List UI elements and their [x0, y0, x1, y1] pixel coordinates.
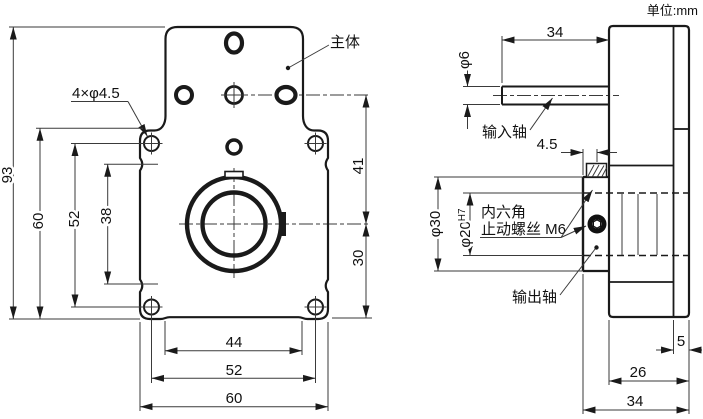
dim-input-to-center: 41 30 [332, 95, 372, 319]
hex-socket-icon [592, 219, 602, 229]
mounting-hole-bl [140, 296, 163, 318]
units-label: 单位:mm [647, 3, 698, 18]
dim-total-depth: 34 [582, 274, 689, 414]
dim-hole-pitch-v: 52 [64, 143, 141, 308]
right-oval-hole [274, 84, 298, 106]
dim-edge-span: 38 [96, 163, 158, 285]
set-screw-callout: 内六角 止动螺丝 M6 [479, 189, 593, 241]
set-screw-label-line2: 止动螺丝 M6 [481, 221, 566, 238]
dim-body-depth-value: 26 [630, 364, 647, 381]
dim-total-height: 93 [0, 26, 165, 320]
leader-dot [285, 65, 291, 71]
mounting-hole-br [304, 296, 327, 318]
dim-inner-width-value: 44 [226, 334, 243, 351]
side-set-screw-front [279, 212, 286, 236]
dim-screw-offset-value: 4.5 [537, 136, 558, 153]
dim-bore-dia-value: φ20H7 [457, 208, 474, 248]
mounting-hole-tr [304, 132, 327, 155]
mounting-holes-callout: 4×φ4.5 [70, 83, 148, 137]
dim-total-height-value: 93 [0, 167, 16, 184]
left-pilot-hole [174, 85, 194, 105]
hex-socket-set-screw [587, 214, 607, 234]
top-set-screw [585, 162, 608, 178]
dim-edge-span-value: 38 [98, 208, 115, 225]
leader-dot [594, 245, 599, 250]
dim-boss-dia-value: φ30 [427, 211, 444, 237]
dim-hole-pitch-v-value: 52 [66, 211, 83, 228]
mounting-hole-tl [140, 132, 163, 155]
dim-shaft-dia: φ6 [454, 48, 500, 129]
dim-boss-dia: φ30 [425, 176, 583, 272]
small-pilot-hole [225, 138, 243, 156]
dim-flange-thickness: 5 [656, 320, 702, 414]
bore-dia-text: φ20 [457, 221, 474, 247]
top-oval-hole [223, 31, 245, 55]
dim-hole-pitch-h: 52 [151, 316, 316, 383]
dim-shaft-length-value: 34 [547, 24, 564, 41]
dim-flange-height: 60 [28, 127, 143, 319]
dim-flange-thickness-value: 5 [677, 333, 685, 350]
side-body-outline [607, 24, 691, 319]
output-bore-circle [200, 190, 268, 258]
side-view: 34 φ6 输入轴 4.5 φ30 [425, 22, 702, 414]
dim-hole-pitch-h-value: 52 [226, 362, 243, 379]
dim-shaft-length: 34 [501, 22, 609, 83]
output-shaft-label: 输出轴 [512, 289, 557, 306]
main-body-label: 主体 [330, 34, 360, 51]
input-shaft [501, 85, 609, 106]
bore-tolerance-text: H7 [457, 208, 468, 221]
output-shaft-callout: 输出轴 [510, 245, 599, 309]
top-set-screw-front [224, 170, 244, 179]
mounting-holes-label: 4×φ4.5 [72, 85, 120, 102]
input-shaft-callout: 输入轴 [480, 97, 553, 144]
mounting-holes [140, 132, 327, 318]
dim-bore-dia: φ20H7 [455, 192, 583, 256]
main-body-callout: 主体 [285, 32, 363, 71]
dim-body-depth: 26 [608, 320, 689, 385]
dim-total-depth-value: 34 [627, 393, 644, 410]
dim-flange-width: 60 [139, 322, 329, 411]
dim-flange-width-value: 60 [226, 390, 243, 407]
dim-flange-height-value: 60 [30, 213, 47, 230]
dim-shaft-dia-value: φ6 [456, 51, 473, 69]
dim-inner-width: 44 [164, 321, 303, 355]
dim-input-to-center-value: 41 [350, 158, 367, 175]
input-shaft-label: 输入轴 [482, 124, 527, 141]
dim-screw-offset: 4.5 [534, 134, 617, 175]
front-view: 主体 4×φ4.5 93 60 52 [0, 25, 372, 411]
set-screw-label-line1: 内六角 [481, 204, 526, 221]
dim-center-to-bottom-value: 30 [350, 250, 367, 267]
